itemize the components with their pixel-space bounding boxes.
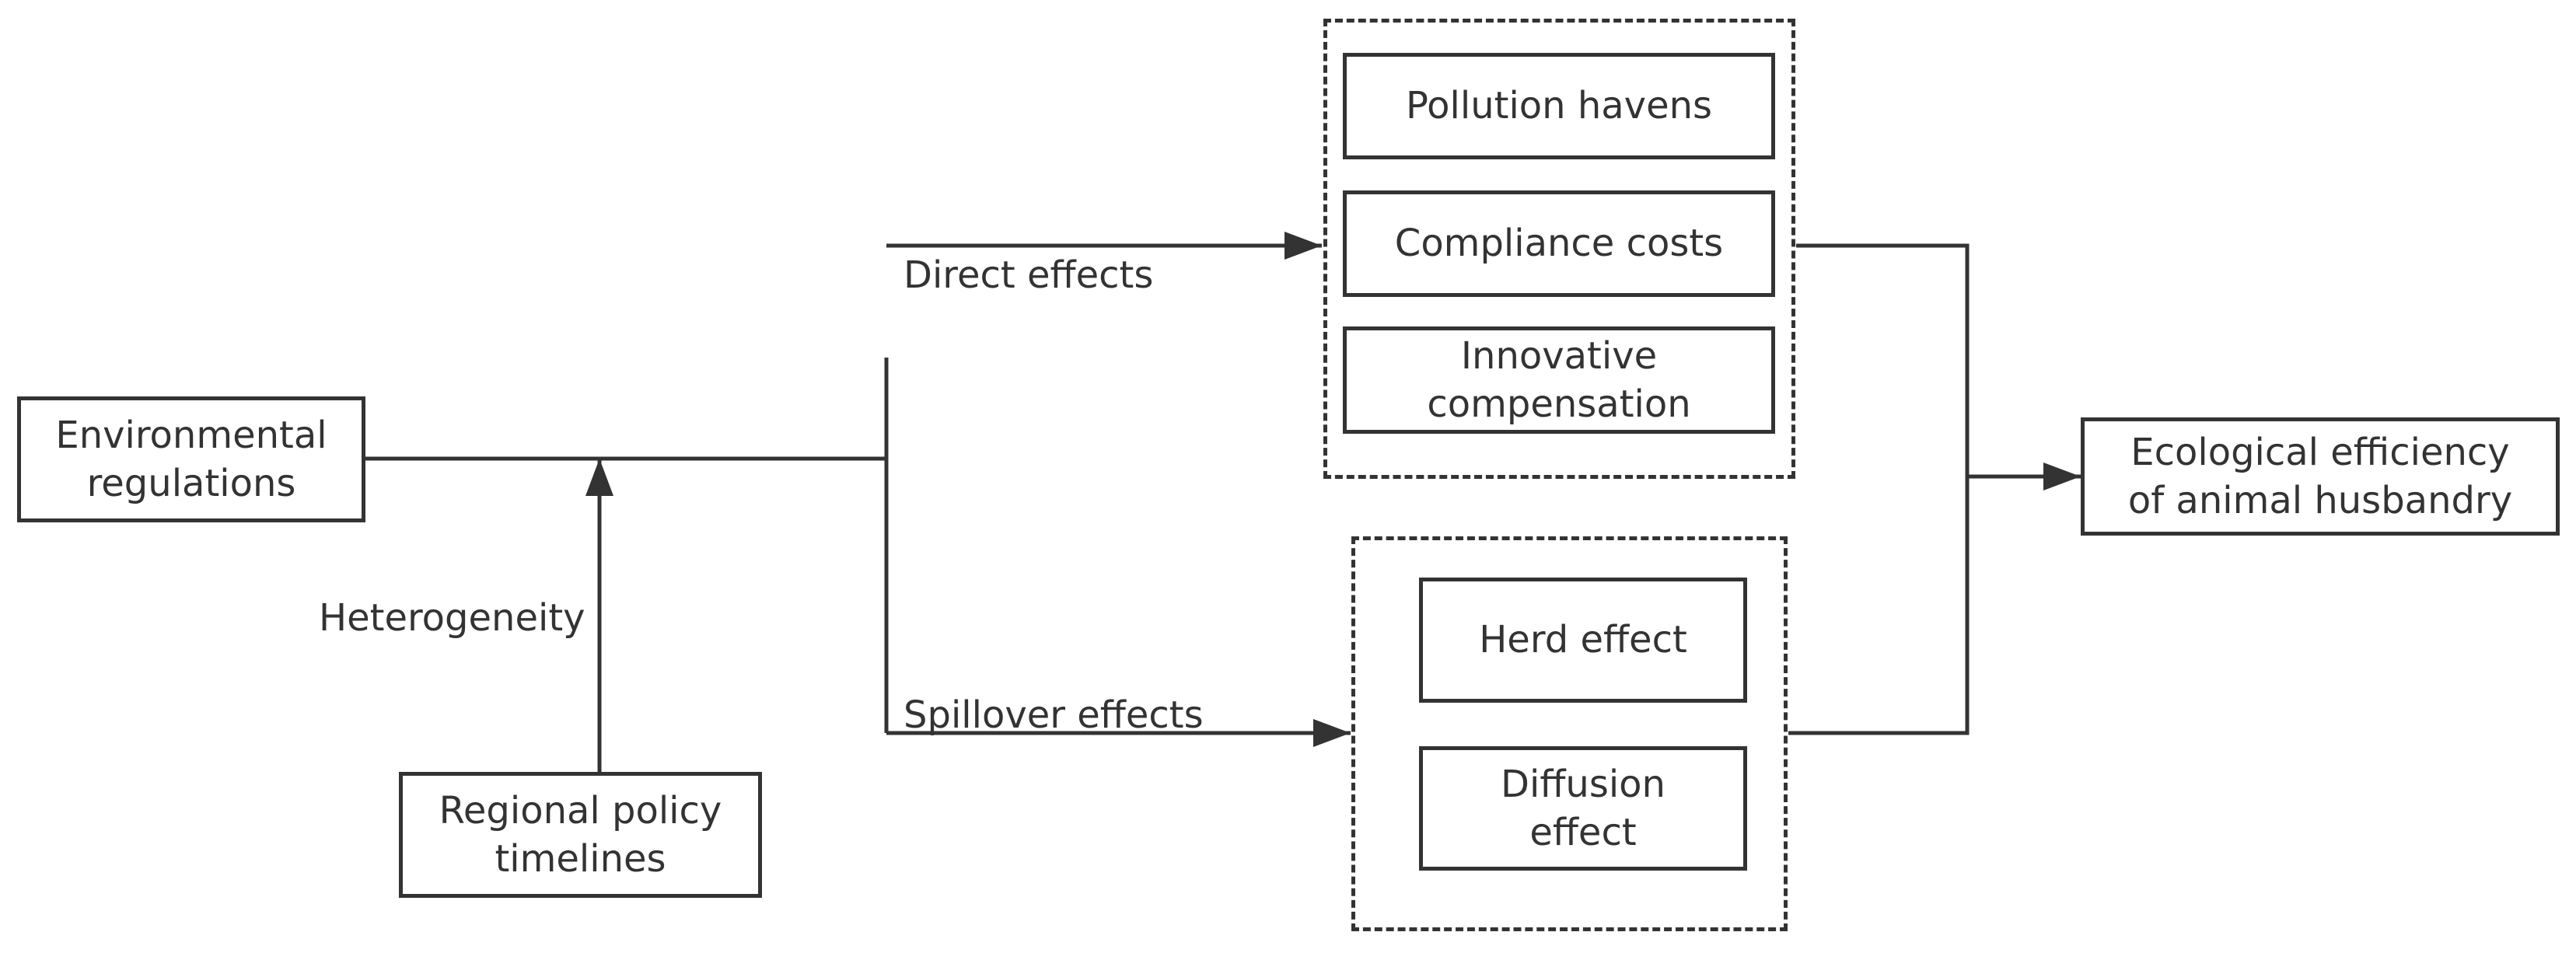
node-ecological-efficiency: Ecological efficiency of animal husbandr…	[2081, 417, 2560, 536]
label-spillover-effects: Spillover effects	[904, 693, 1204, 737]
arrowhead-spillover	[1313, 719, 1351, 747]
node-pollution-havens: Pollution havens	[1343, 53, 1775, 159]
arrowhead-heterogeneity	[585, 459, 613, 496]
node-environmental-regulations: Environmental regulations	[17, 396, 365, 522]
spillover-effects-group	[1351, 536, 1788, 931]
label-heterogeneity: Heterogeneity	[319, 596, 585, 640]
node-innovative-compensation-label: Innovative compensation	[1427, 333, 1691, 426]
node-herd-effect: Herd effect	[1419, 578, 1747, 703]
node-innovative-compensation: Innovative compensation	[1343, 326, 1775, 434]
node-environmental-regulations-label: Environmental regulations	[55, 413, 327, 505]
node-pollution-havens-label: Pollution havens	[1405, 84, 1713, 128]
node-herd-effect-label: Herd effect	[1479, 618, 1687, 662]
node-regional-policy-timelines: Regional policy timelines	[399, 772, 762, 898]
node-diffusion-effect-label: Diffusion effect	[1501, 762, 1665, 854]
arrowhead-ecological	[2043, 463, 2081, 490]
node-ecological-efficiency-label: Ecological efficiency of animal husbandr…	[2127, 430, 2513, 522]
label-direct-effects: Direct effects	[904, 253, 1154, 297]
node-diffusion-effect: Diffusion effect	[1419, 746, 1747, 871]
arrowhead-direct	[1285, 232, 1322, 260]
node-compliance-costs: Compliance costs	[1343, 190, 1775, 297]
line-direct-to-merge	[1788, 243, 1970, 735]
node-compliance-costs-label: Compliance costs	[1394, 222, 1724, 266]
node-regional-policy-timelines-label: Regional policy timelines	[439, 788, 722, 881]
direct-effects-group	[1323, 19, 1795, 479]
